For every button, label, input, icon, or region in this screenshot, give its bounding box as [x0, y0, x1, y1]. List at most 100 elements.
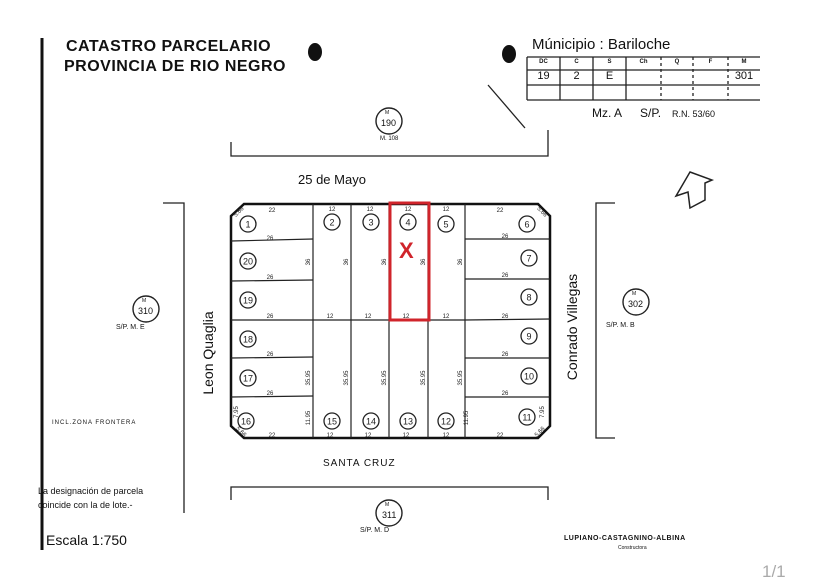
street-left: Leon Quaglia [200, 311, 216, 395]
parcel-7-label[interactable]: 7 [526, 254, 531, 264]
title-line2: PROVINCIA DE RIO NEGRO [64, 58, 286, 75]
neighbor-m: M [385, 502, 390, 508]
dimension-label: 22 [497, 208, 504, 214]
parcel-15-circle [323, 412, 341, 430]
parcel-2-circle [323, 213, 341, 231]
table-value: 301 [734, 70, 754, 82]
parcel-14-label[interactable]: 14 [366, 417, 376, 427]
dimension-label: 12 [327, 314, 334, 320]
parcel-18-circle [239, 330, 257, 348]
parcel-11-circle [518, 408, 536, 426]
neighbor-sub: S/P. M. B [606, 322, 635, 329]
north-arrow-icon [674, 171, 715, 210]
neighbor-m: M [142, 298, 147, 304]
authors-sub: Constructora [618, 545, 647, 551]
dimension-label: 22 [269, 208, 276, 214]
parcel-6-label[interactable]: 6 [524, 220, 529, 230]
dimension-label: 36 [306, 258, 312, 265]
dimension-label: 35.95 [344, 370, 350, 386]
dimension-label: 36 [382, 258, 388, 265]
parcel-8-label[interactable]: 8 [526, 293, 531, 303]
parcel-11-label[interactable]: 11 [522, 413, 531, 423]
parcel-20-label[interactable]: 20 [243, 257, 253, 267]
neighbor-block-311: 311 [382, 510, 397, 520]
parcel-6-circle [518, 215, 536, 233]
parcel-17-circle [239, 369, 257, 387]
table-header: Ch [639, 59, 648, 65]
sp-label: S/P. [640, 106, 662, 120]
table-header: M [741, 59, 747, 65]
parcel-19-circle [239, 291, 257, 309]
dimension-label: 12 [405, 207, 412, 213]
parcel-4-circle [399, 213, 417, 231]
selected-marker: X [399, 238, 414, 263]
dimension-label: 35.95 [421, 370, 427, 386]
dimension-label: 26 [267, 391, 274, 397]
parcel-13-label[interactable]: 13 [403, 417, 413, 427]
parcel-16-circle [237, 412, 255, 430]
parcel-12-circle [437, 412, 455, 430]
neighbor-block-190: 190 [381, 118, 397, 128]
parcel-19-label[interactable]: 19 [243, 296, 253, 306]
parcel-5-label[interactable]: 5 [443, 220, 448, 230]
parcel-9-label[interactable]: 9 [526, 332, 531, 342]
parcel-16-label[interactable]: 16 [241, 417, 251, 427]
parcel-3-label[interactable]: 3 [368, 218, 373, 228]
rn-label: R.N. 53/60 [672, 109, 716, 119]
street-bottom: SANTA CRUZ [323, 458, 396, 469]
dimension-label: 12 [367, 207, 374, 213]
dimension-label: 7.95 [540, 406, 546, 418]
parcel-2-label[interactable]: 2 [329, 218, 334, 228]
parcel-1-circle [239, 215, 257, 233]
neighbor-sub: S/P. M. E [116, 324, 145, 331]
dimension-label: 12 [327, 433, 334, 439]
title-line1: CATASTRO PARCELARIO [66, 38, 272, 55]
parcel-17-label[interactable]: 17 [243, 374, 253, 384]
neighbor-sub: M. 108 [380, 136, 399, 142]
dimension-label: 36 [458, 258, 464, 265]
parcel-10-label[interactable]: 10 [524, 372, 534, 382]
dimension-label: 26 [502, 352, 509, 358]
dimension-label: 26 [502, 273, 509, 279]
parcel-10-circle [520, 367, 538, 385]
dimension-label: 11.95 [464, 410, 470, 425]
dimension-label: 12 [329, 207, 336, 213]
dimension-label: 26 [267, 352, 274, 358]
dimension-label: 22 [497, 433, 504, 439]
neighbor-block-310: 310 [138, 306, 154, 316]
designation-note-2: coincide con la de lote.- [38, 500, 133, 510]
parcel-15-label[interactable]: 15 [327, 417, 337, 427]
neighbor-block-302: 302 [628, 299, 644, 309]
parcel-12-label[interactable]: 12 [441, 417, 451, 427]
parcel-5-circle [437, 215, 455, 233]
parcel-1-label[interactable]: 1 [245, 220, 250, 230]
manzana-label: Mz. A [592, 106, 623, 120]
parcel-3-circle [362, 213, 380, 231]
parcel-18-label[interactable]: 18 [243, 335, 253, 345]
table-value: E [605, 70, 614, 82]
dimension-label: 7.95 [234, 406, 240, 418]
table-header: S [607, 59, 612, 65]
zone-note: INCL.ZONA FRONTERA [52, 420, 137, 426]
parcel-9-circle [520, 327, 538, 345]
neighbor-m: M [385, 110, 390, 116]
dimension-label: 12 [365, 314, 372, 320]
dimension-label: 26 [502, 314, 509, 320]
chamfer-dimension-label: 5.66 [535, 206, 548, 219]
dimension-label: 35.95 [306, 370, 312, 386]
dimension-label: 35.95 [382, 370, 388, 386]
dimension-label: 22 [269, 433, 276, 439]
table-header: Q [674, 59, 680, 65]
parcel-14-circle [362, 412, 380, 430]
table-value: 19 [537, 70, 550, 82]
parcel-7-circle [520, 249, 538, 267]
parcel-4-label[interactable]: 4 [405, 218, 410, 228]
street-top: 25 de Mayo [298, 172, 366, 187]
page-indicator: 1/1 [762, 562, 786, 581]
dimension-label: 12 [403, 314, 410, 320]
table-value: 2 [573, 70, 580, 82]
street-right: Conrado Villegas [564, 273, 580, 381]
table-header: C [574, 59, 579, 65]
designation-note-1: La designación de parcela [38, 486, 144, 496]
